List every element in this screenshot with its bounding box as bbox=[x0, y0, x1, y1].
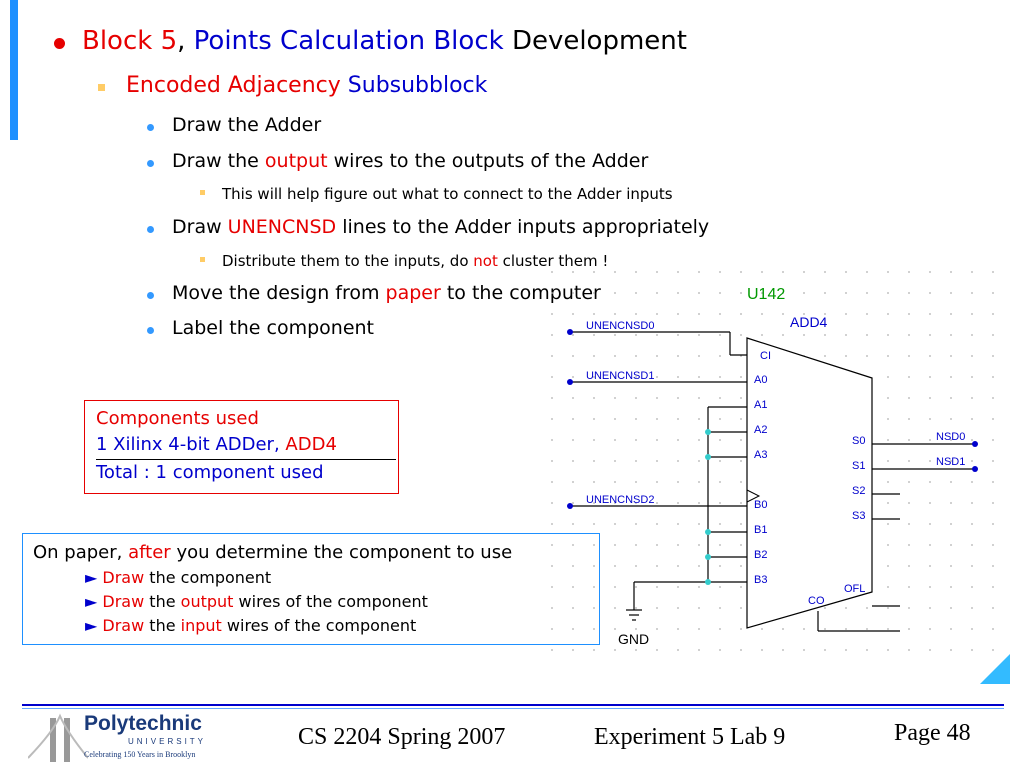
gnd-label: GND bbox=[618, 631, 649, 647]
pin-ci: CI bbox=[760, 350, 771, 362]
net-terminal bbox=[567, 329, 573, 335]
item-draw-adder: Draw the Adder bbox=[172, 114, 322, 136]
square-bullet-icon bbox=[200, 190, 205, 195]
item-label-component: Label the component bbox=[172, 317, 375, 339]
bullet-icon bbox=[147, 124, 154, 131]
item-move-design: Move the design from paper to the comput… bbox=[172, 282, 601, 304]
footer-page: Page 48 bbox=[894, 720, 971, 746]
footer-rule-thin bbox=[22, 708, 1004, 709]
pin-a3: A3 bbox=[754, 449, 767, 461]
footer-rule bbox=[22, 704, 1004, 706]
left-accent-bar bbox=[10, 0, 18, 140]
net-label-unencnsd2: UNENCNSD2 bbox=[586, 494, 654, 506]
pin-s1: S1 bbox=[852, 460, 865, 472]
bridge-icon bbox=[28, 713, 88, 762]
footer-course: CS 2204 Spring 2007 bbox=[298, 724, 506, 750]
paper-line2: ► Draw the component bbox=[85, 568, 272, 587]
adder-notch bbox=[746, 489, 761, 503]
pin-b2: B2 bbox=[754, 549, 767, 561]
item-help-note: This will help figure out what to connec… bbox=[222, 185, 673, 203]
item-distribute: Distribute them to the inputs, do not cl… bbox=[222, 252, 609, 270]
bullet-icon bbox=[54, 38, 65, 49]
item-draw-unencnsd: Draw UNENCNSD lines to the Adder inputs … bbox=[172, 216, 710, 238]
components-box: Components used 1 Xilinx 4-bit ADDer, AD… bbox=[84, 400, 399, 494]
adder-body bbox=[746, 337, 873, 629]
bullet-icon bbox=[147, 327, 154, 334]
net-label-nsd1: NSD1 bbox=[936, 456, 965, 468]
square-bullet-icon bbox=[200, 257, 205, 262]
net-label-unencnsd1: UNENCNSD1 bbox=[586, 370, 654, 382]
footer-experiment: Experiment 5 Lab 9 bbox=[594, 724, 786, 750]
net-terminal bbox=[972, 466, 978, 472]
paper-line1: On paper, after you determine the compon… bbox=[33, 542, 513, 563]
arrow-icon: ► bbox=[85, 616, 98, 635]
pin-b0: B0 bbox=[754, 499, 767, 511]
pin-s3: S3 bbox=[852, 510, 865, 522]
arrow-icon: ► bbox=[85, 568, 98, 587]
paper-line4: ► Draw the input wires of the component bbox=[85, 616, 417, 635]
net-label-nsd0: NSD0 bbox=[936, 431, 965, 443]
junction-dot bbox=[705, 429, 711, 435]
square-bullet-icon bbox=[98, 84, 105, 91]
pin-a2: A2 bbox=[754, 424, 767, 436]
components-total: Total : 1 component used bbox=[96, 462, 324, 483]
corner-accent bbox=[980, 654, 1010, 684]
pin-s0: S0 bbox=[852, 435, 865, 447]
junction-dot bbox=[705, 529, 711, 535]
pin-s2: S2 bbox=[852, 485, 865, 497]
net-terminal bbox=[567, 379, 573, 385]
net-terminal bbox=[972, 441, 978, 447]
item-draw-output: Draw the output wires to the outputs of … bbox=[172, 150, 649, 172]
subtitle: Encoded Adjacency Subsubblock bbox=[126, 73, 488, 98]
bullet-icon bbox=[147, 160, 154, 167]
university-logo: Polytechnic UNIVERSITY Celebrating 150 Y… bbox=[28, 712, 228, 764]
slide-title: Block 5, Points Calculation Block Develo… bbox=[82, 26, 687, 56]
instance-label: U142 bbox=[747, 286, 785, 303]
ground-icon bbox=[626, 609, 642, 621]
component-type-label: ADD4 bbox=[790, 314, 828, 330]
junction-dot bbox=[705, 454, 711, 460]
net-terminal bbox=[567, 503, 573, 509]
net-label-unencnsd0: UNENCNSD0 bbox=[586, 320, 654, 332]
logo-sub: UNIVERSITY bbox=[128, 737, 207, 746]
bullet-icon bbox=[147, 292, 154, 299]
components-title: Components used bbox=[96, 408, 259, 429]
paper-box: On paper, after you determine the compon… bbox=[22, 533, 600, 645]
pin-ofl: OFL bbox=[844, 583, 865, 595]
paper-line3: ► Draw the output wires of the component bbox=[85, 592, 428, 611]
adder-schematic: U142 ADD4 UNENCNSD0 UNENCNSD1 UNENCNSD2 … bbox=[550, 270, 1000, 660]
components-underline bbox=[96, 459, 396, 460]
pin-co: CO bbox=[808, 595, 825, 607]
logo-name: Polytechnic bbox=[84, 712, 202, 735]
components-line: 1 Xilinx 4-bit ADDer, ADD4 bbox=[96, 434, 337, 455]
arrow-icon: ► bbox=[85, 592, 98, 611]
bullet-icon bbox=[147, 226, 154, 233]
logo-tag: Celebrating 150 Years in Brooklyn bbox=[84, 750, 196, 759]
pin-b1: B1 bbox=[754, 524, 767, 536]
pin-b3: B3 bbox=[754, 574, 767, 586]
pin-a1: A1 bbox=[754, 399, 767, 411]
junction-dot bbox=[705, 554, 711, 560]
pin-a0: A0 bbox=[754, 374, 767, 386]
junction-dot bbox=[705, 579, 711, 585]
